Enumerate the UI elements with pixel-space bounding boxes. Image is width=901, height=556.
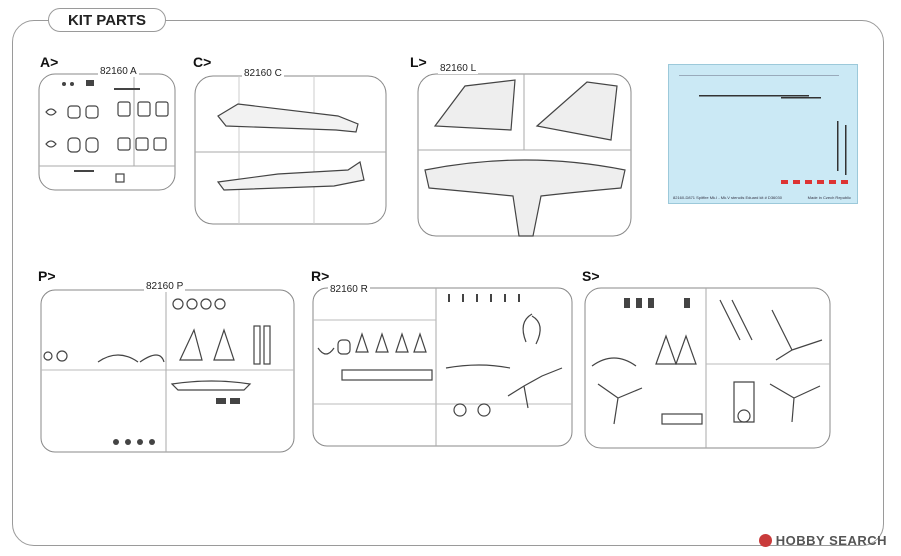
hobby-search-logo-icon	[758, 534, 772, 547]
sprue-r-diagram	[312, 287, 573, 447]
section-label-l: L>	[410, 54, 427, 70]
section-label-c: C>	[193, 54, 212, 70]
sprue-l-code: 82160 L	[438, 63, 479, 74]
sprue-p-code: 82160 P	[144, 281, 186, 292]
sprue-a-diagram	[38, 73, 176, 191]
section-label-p: P>	[38, 268, 56, 284]
watermark-text: HOBBY SEARCH	[775, 533, 887, 548]
section-label-a: A>	[40, 54, 59, 70]
hobby-search-watermark: HOBBY SEARCH	[758, 533, 887, 548]
sprue-r-code: 82160 R	[328, 284, 370, 295]
sprue-s-diagram	[584, 287, 831, 449]
sprue-c-diagram	[194, 75, 387, 225]
decal-caption: 82160-D871 Spitfire Mk.I - Mk.V stencils…	[673, 195, 782, 200]
sprue-l-diagram	[417, 73, 632, 237]
sprue-p-diagram	[40, 289, 295, 453]
section-label-r: R>	[311, 268, 330, 284]
decal-footer: Made in Czech Republic	[807, 195, 851, 200]
sprue-c-code: 82160 C	[242, 68, 284, 79]
decal-sheet: 82160-D871 Spitfire Mk.I - Mk.V stencils…	[668, 64, 858, 204]
sprue-a-code: 82160 A	[98, 66, 139, 77]
page-title: KIT PARTS	[48, 8, 166, 32]
kit-parts-frame	[12, 20, 884, 546]
section-label-s: S>	[582, 268, 600, 284]
